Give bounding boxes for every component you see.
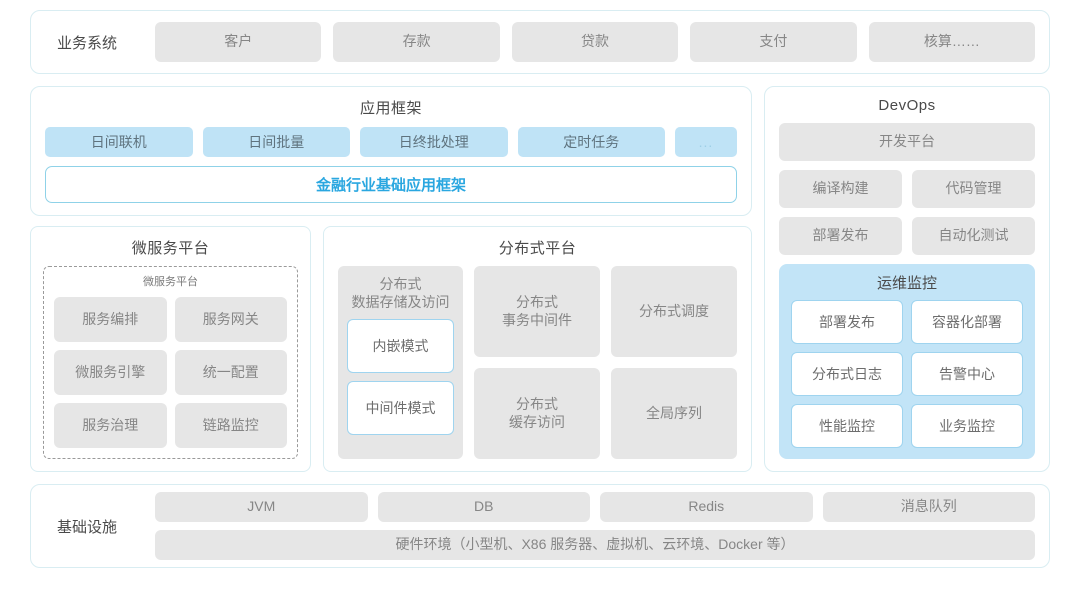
ops-monitoring-title: 运维监控 <box>876 275 937 292</box>
microservice-inner-title: 微服务平台 <box>143 276 198 288</box>
infrastructure-items-row: JVM DB Redis 消息队列 <box>155 492 1035 522</box>
app-tag-more[interactable]: ... <box>675 127 737 158</box>
app-tag-daytime-online[interactable]: 日间联机 <box>45 127 193 158</box>
ms-chip-unified-config[interactable]: 统一配置 <box>174 350 287 395</box>
dist-mode-middleware[interactable]: 中间件模式 <box>347 381 454 435</box>
platforms-region: 微服务平台 微服务平台 服务编排 服务网关 微服务引擎 统一配置 服务治理 链路… <box>30 226 752 472</box>
application-framework-panel: 应用框架 日间联机 日间批量 日终批处理 定时任务 ... 金融行业基础应用框架 <box>30 86 752 216</box>
ms-chip-service-orchestration[interactable]: 服务编排 <box>54 297 167 342</box>
microservice-platform-panel: 微服务平台 微服务平台 服务编排 服务网关 微服务引擎 统一配置 服务治理 链路… <box>30 226 311 472</box>
business-chip-loan[interactable]: 贷款 <box>511 22 679 62</box>
devops-chip-code-management[interactable]: 代码管理 <box>912 170 1035 208</box>
app-tag-eod-batch[interactable]: 日终批处理 <box>360 127 508 158</box>
ops-monitoring-box: 运维监控 部署发布 容器化部署 分布式日志 告警中心 性能监控 业务监控 <box>779 264 1035 459</box>
infra-chip-db[interactable]: DB <box>377 492 590 522</box>
middle-left-column: 应用框架 日间联机 日间批量 日终批处理 定时任务 ... 金融行业基础应用框架… <box>30 86 752 472</box>
distributed-cards-grid: 分布式 事务中间件 分布式调度 分布式 缓存访问 全局序列 <box>474 266 737 459</box>
devops-chip-automated-testing[interactable]: 自动化测试 <box>912 217 1035 255</box>
middle-region: 应用框架 日间联机 日间批量 日终批处理 定时任务 ... 金融行业基础应用框架… <box>30 86 1050 472</box>
microservice-platform-title: 微服务平台 <box>131 240 210 257</box>
devops-title: DevOps <box>878 97 936 114</box>
ms-chip-link-monitoring[interactable]: 链路监控 <box>174 403 287 448</box>
devops-row-1: 编译构建 代码管理 <box>779 170 1035 208</box>
financial-base-framework-bar[interactable]: 金融行业基础应用框架 <box>45 166 737 203</box>
ms-chip-service-gateway[interactable]: 服务网关 <box>174 297 287 342</box>
ops-chip-performance-monitoring[interactable]: 性能监控 <box>791 404 903 448</box>
devops-chip-dev-platform[interactable]: 开发平台 <box>779 123 1035 161</box>
ops-chip-business-monitoring[interactable]: 业务监控 <box>911 404 1023 448</box>
ms-chip-service-governance[interactable]: 服务治理 <box>54 403 167 448</box>
business-chip-customer[interactable]: 客户 <box>155 22 322 62</box>
business-systems-label: 业务系统 <box>56 34 117 52</box>
ops-chip-containerized-deploy[interactable]: 容器化部署 <box>911 300 1023 344</box>
microservice-inner-dashed-box: 微服务平台 服务编排 服务网关 微服务引擎 统一配置 服务治理 链路监控 <box>43 266 298 459</box>
devops-chip-compile-build[interactable]: 编译构建 <box>779 170 902 208</box>
ops-chip-alert-center[interactable]: 告警中心 <box>911 352 1023 396</box>
devops-column: DevOps 开发平台 编译构建 代码管理 部署发布 自动化测试 运维监控 部署… <box>764 86 1050 472</box>
distributed-storage-caption: 分布式 数据存储及访问 <box>351 276 450 310</box>
devops-row-2: 部署发布 自动化测试 <box>779 217 1035 255</box>
infrastructure-stack: JVM DB Redis 消息队列 硬件环境（小型机、X86 服务器、虚拟机、云… <box>155 492 1035 560</box>
ops-chip-deploy-release[interactable]: 部署发布 <box>791 300 903 344</box>
dist-chip-global-sequence[interactable]: 全局序列 <box>611 368 737 459</box>
dist-chip-scheduling[interactable]: 分布式调度 <box>611 266 737 357</box>
distributed-platform-title: 分布式平台 <box>498 240 577 257</box>
dist-chip-transaction-middleware[interactable]: 分布式 事务中间件 <box>474 266 600 357</box>
business-chip-accounting[interactable]: 核算…… <box>868 22 1036 62</box>
infra-chip-hardware-environment[interactable]: 硬件环境（小型机、X86 服务器、虚拟机、云环境、Docker 等） <box>155 530 1035 560</box>
infra-chip-message-queue[interactable]: 消息队列 <box>822 492 1035 522</box>
infrastructure-label: 基础设施 <box>56 518 117 536</box>
dist-chip-cache-access[interactable]: 分布式 缓存访问 <box>474 368 600 459</box>
app-tag-scheduled-task[interactable]: 定时任务 <box>517 127 665 158</box>
ops-chip-distributed-logs[interactable]: 分布式日志 <box>791 352 903 396</box>
devops-chip-deploy-release[interactable]: 部署发布 <box>779 217 902 255</box>
distributed-storage-card[interactable]: 分布式 数据存储及访问 内嵌模式 中间件模式 <box>338 266 463 459</box>
devops-panel: DevOps 开发平台 编译构建 代码管理 部署发布 自动化测试 运维监控 部署… <box>764 86 1050 472</box>
business-chip-deposit[interactable]: 存款 <box>333 22 500 62</box>
business-chip-payment[interactable]: 支付 <box>690 22 857 62</box>
distributed-platform-panel: 分布式平台 分布式 数据存储及访问 内嵌模式 中间件模式 分布式 事务中间件 分… <box>323 226 752 472</box>
infrastructure-panel: 基础设施 JVM DB Redis 消息队列 硬件环境（小型机、X86 服务器、… <box>30 484 1050 568</box>
microservice-items-grid: 服务编排 服务网关 微服务引擎 统一配置 服务治理 链路监控 <box>54 297 287 448</box>
infra-chip-jvm[interactable]: JVM <box>155 492 368 522</box>
application-framework-title: 应用框架 <box>359 100 422 117</box>
application-framework-tags: 日间联机 日间批量 日终批处理 定时任务 ... <box>45 127 737 158</box>
app-tag-daytime-batch[interactable]: 日间批量 <box>202 127 350 158</box>
ms-chip-microservice-engine[interactable]: 微服务引擎 <box>54 350 167 395</box>
dist-mode-embedded[interactable]: 内嵌模式 <box>347 319 454 373</box>
ops-monitoring-grid: 部署发布 容器化部署 分布式日志 告警中心 性能监控 业务监控 <box>791 300 1023 448</box>
business-systems-panel: 业务系统 客户 存款 贷款 支付 核算…… <box>30 10 1050 74</box>
distributed-body: 分布式 数据存储及访问 内嵌模式 中间件模式 分布式 事务中间件 分布式调度 分… <box>338 266 737 459</box>
infra-chip-redis[interactable]: Redis <box>600 492 813 522</box>
